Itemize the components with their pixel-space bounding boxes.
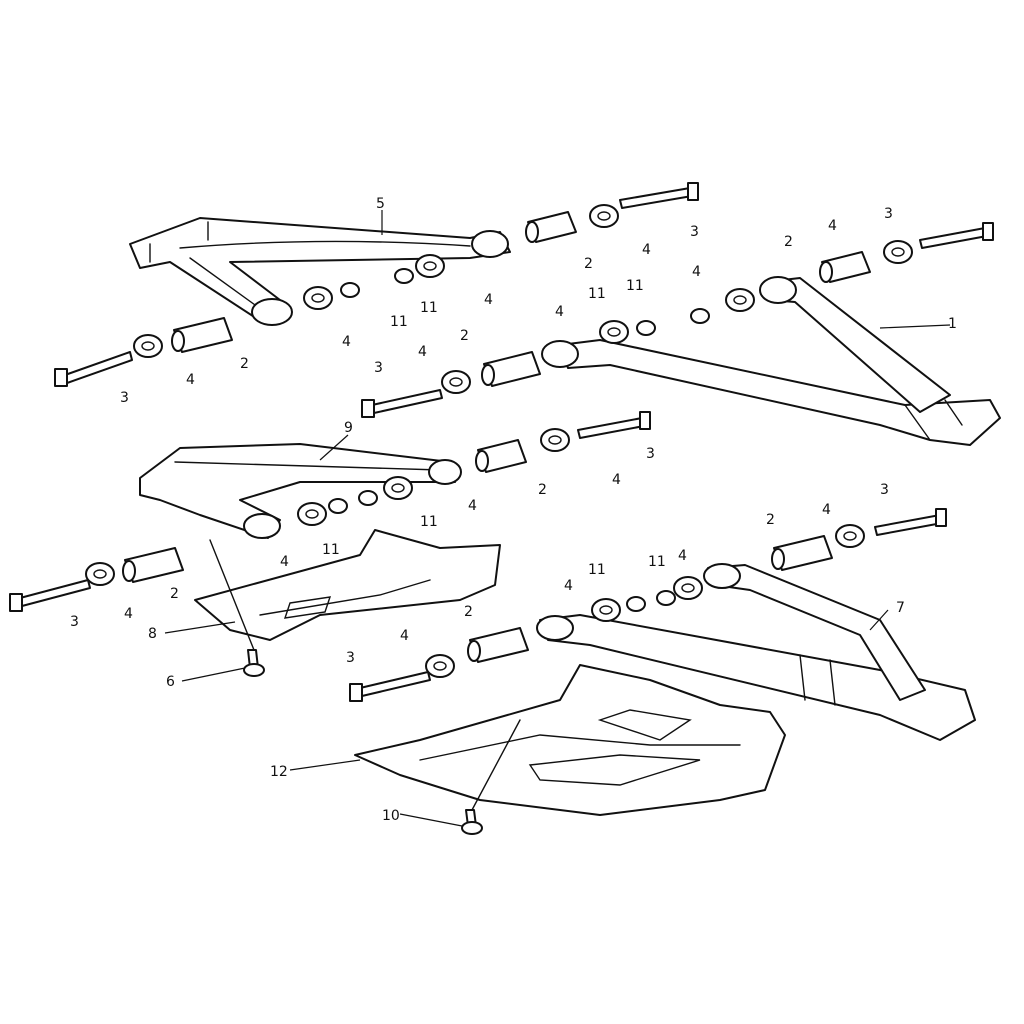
callout-3: 3 [880,482,889,498]
callout-3: 3 [884,206,893,222]
callout-4: 4 [642,242,651,258]
callout-8: 8 [148,626,157,642]
callout-11: 11 [420,514,438,530]
bolt-3-drawings [9,182,994,702]
callout-4: 4 [828,218,837,234]
callout-11: 11 [322,542,340,558]
callout-4: 4 [484,292,493,308]
callout-2: 2 [240,356,249,372]
callout-4: 4 [418,344,427,360]
callout-2: 2 [766,512,775,528]
callout-3: 3 [374,360,383,376]
callout-3: 3 [120,390,129,406]
leader-lines [164,210,951,827]
callout-2: 2 [464,604,473,620]
callout-7: 7 [896,600,905,616]
skid-bolt-drawings [209,539,521,835]
callout-4: 4 [612,472,621,488]
callout-11: 11 [648,554,666,570]
callout-2: 2 [584,256,593,272]
callout-2: 2 [460,328,469,344]
callout-4: 4 [564,578,573,594]
callout-3: 3 [690,224,699,240]
a-arm-1-drawing [541,276,1001,446]
callout-4: 4 [468,498,477,514]
callout-4: 4 [124,606,133,622]
callout-2: 2 [538,482,547,498]
callout-11: 11 [420,300,438,316]
callout-5: 5 [376,196,385,212]
callout-4: 4 [186,372,195,388]
lower-a-arm-7-drawing [536,563,976,741]
callout-11: 11 [588,286,606,302]
callout-3: 3 [70,614,79,630]
callout-4: 4 [342,334,351,350]
nut-11-drawings [328,268,710,612]
callout-2: 2 [784,234,793,250]
callout-10: 10 [382,808,400,824]
callout-11: 11 [626,278,644,294]
skid-plate-8-drawing [194,529,501,641]
washer-4-drawings [85,204,913,678]
callout-9: 9 [344,420,353,436]
bushing-2-drawings [122,211,871,663]
callout-3: 3 [646,446,655,462]
callout-11: 11 [390,314,408,330]
callout-11: 11 [588,562,606,578]
upper-a-arm-5-drawing [129,217,511,326]
upper-a-arm-9-drawing [139,443,462,539]
callout-6: 6 [166,674,175,690]
callout-4: 4 [678,548,687,564]
callouts: 5 1 9 7 8 6 12 10 3 3 3 3 3 3 3 3 4 4 4 … [70,196,957,824]
callout-4: 4 [692,264,701,280]
callout-2: 2 [170,586,179,602]
callout-1: 1 [948,316,957,332]
callout-4: 4 [280,554,289,570]
skid-plate-12-drawing [354,664,786,816]
callout-3: 3 [346,650,355,666]
callout-4: 4 [555,304,564,320]
callout-4: 4 [400,628,409,644]
callout-4: 4 [822,502,831,518]
callout-12: 12 [270,764,288,780]
